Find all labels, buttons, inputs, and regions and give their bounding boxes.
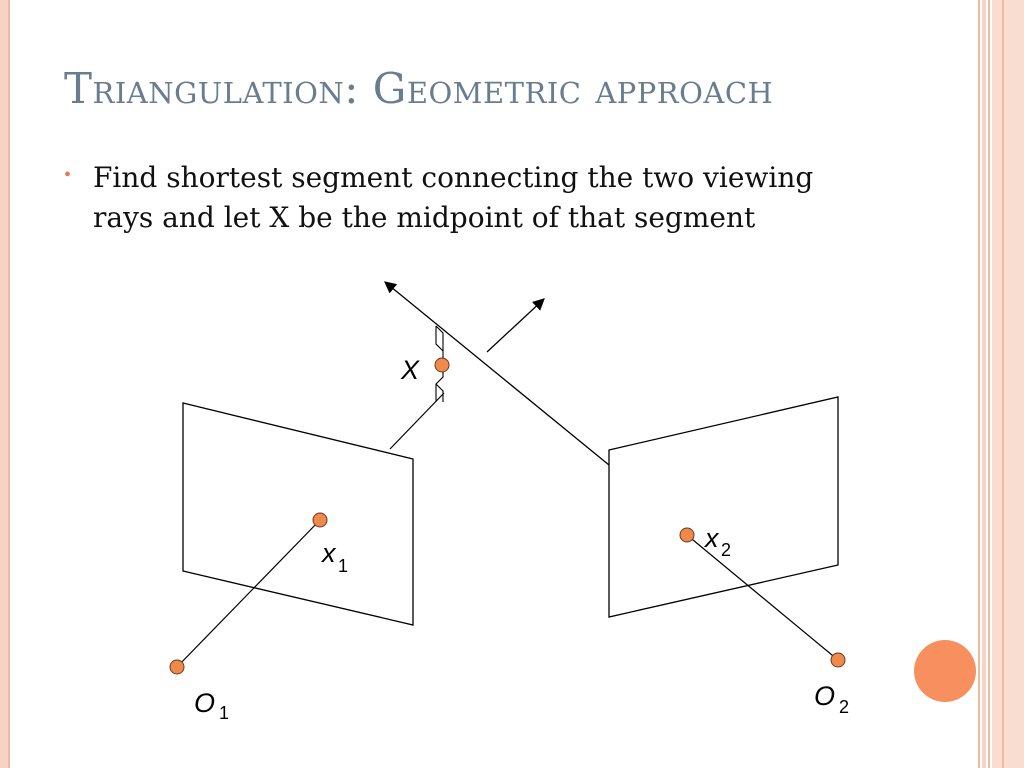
left-frame-bar <box>0 0 10 768</box>
label-x1: x <box>320 538 337 568</box>
label-x2: x <box>703 523 720 553</box>
label-O1: O <box>194 688 215 718</box>
slide-title: Triangulation: Geometric approach <box>64 64 774 113</box>
right-frame-stripe <box>988 0 990 768</box>
bullet-text: Find shortest segment connecting the two… <box>93 161 814 234</box>
right-frame-bars <box>978 0 1024 768</box>
right-ray-segment <box>686 534 839 661</box>
label-X: X <box>400 355 420 385</box>
label-x2-subscript: 2 <box>721 540 731 560</box>
label-O1-subscript: 1 <box>219 703 229 723</box>
label-O2-subscript: 2 <box>839 697 849 717</box>
shortest-segment-bracket <box>435 325 444 351</box>
right-image-plane <box>608 396 839 618</box>
bullet-marker: • <box>64 164 72 186</box>
point-X <box>434 357 450 373</box>
label-x1-subscript: 1 <box>338 556 348 576</box>
right-ray-arrow <box>384 281 610 466</box>
point-O1 <box>169 659 185 675</box>
point-x2 <box>679 527 695 543</box>
shortest-segment-bracket <box>435 383 444 402</box>
point-O2 <box>830 652 846 668</box>
left-image-plane <box>182 402 414 626</box>
left-ray-arrow <box>486 298 545 353</box>
point-x1 <box>312 512 328 528</box>
left-ray-segment <box>176 519 321 668</box>
right-frame-stripe <box>992 0 1024 768</box>
left-frame-edge <box>8 0 10 768</box>
decorative-accent-circle <box>914 640 976 702</box>
label-O2: O <box>814 681 835 711</box>
right-frame-stripe <box>982 0 986 768</box>
right-frame-stripe <box>978 0 980 768</box>
right-frame-stripe <box>1002 0 1004 768</box>
left-ray-segment <box>389 392 445 450</box>
